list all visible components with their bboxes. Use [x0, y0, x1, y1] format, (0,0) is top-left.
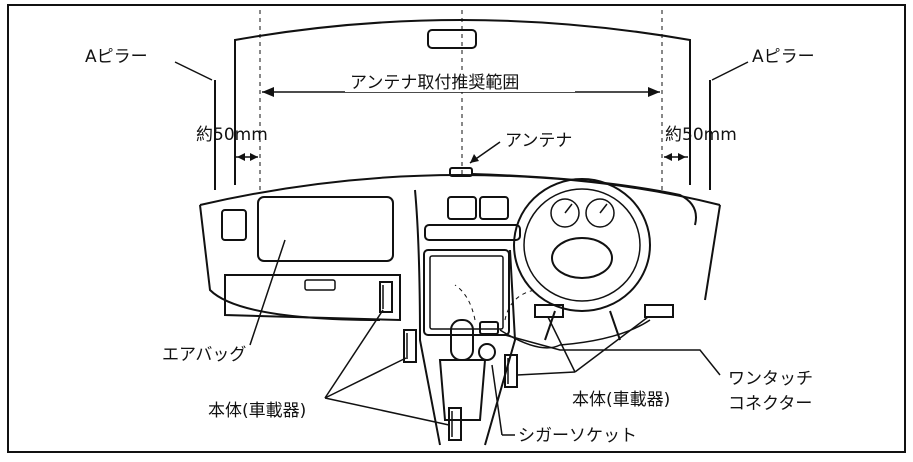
offset-left-label: 約50mm — [196, 125, 268, 145]
steering-wheel-inner — [523, 188, 641, 302]
one-touch-connector-body — [479, 321, 499, 335]
unit-left-leader-b — [324, 357, 407, 399]
antenna-range-label-bg — [345, 70, 575, 92]
cable-dashed-left — [454, 284, 476, 321]
console-left-edge — [414, 189, 441, 446]
glovebox-handle — [304, 279, 336, 291]
unit-right-leader-a — [516, 371, 576, 376]
antenna-range-arrowhead-left — [262, 87, 274, 97]
gear-shifter — [450, 319, 474, 361]
unit-steering-right — [644, 304, 674, 318]
one-touch-connector-label-line1: ワンタッチ — [728, 369, 813, 389]
unit-left-leader-a — [324, 309, 384, 399]
a-pillar-left-label: Aピラー — [85, 47, 148, 67]
unit-right-leader-c — [574, 316, 649, 373]
unit-console-right — [504, 354, 518, 388]
cigar-socket-label: シガーソケット — [518, 426, 637, 446]
a-pillar-right-label: Aピラー — [752, 47, 815, 67]
one-touch-connector-label-line2: コネクター — [728, 394, 812, 414]
antenna-label: アンテナ — [505, 131, 572, 151]
airbag-leader — [249, 239, 286, 346]
steering-hub — [551, 237, 613, 279]
unit-left-lower — [448, 407, 462, 441]
unit-left-label: 本体(車載器) — [208, 401, 306, 421]
connector-cable — [499, 319, 651, 349]
steering-wheel-outer — [513, 178, 651, 312]
unit-left-upper — [379, 281, 393, 313]
center-display — [423, 249, 510, 336]
unit-right-label: 本体(車載器) — [572, 390, 670, 410]
antenna-range-label: アンテナ取付推奨範囲 — [350, 73, 519, 93]
connector-leader — [504, 334, 721, 376]
dashboard-right-edge — [704, 204, 721, 301]
dashboard-top — [199, 173, 721, 206]
a-pillar-right-leader — [711, 61, 749, 81]
cigar-socket-leader — [491, 364, 503, 436]
center-vent-right — [479, 196, 509, 220]
antenna-range-arrowhead-right — [648, 87, 660, 97]
a-pillar-left-leader — [174, 61, 213, 81]
console-right-edge — [484, 249, 517, 446]
unit-left-leader-c — [324, 397, 450, 426]
cigar-socket — [478, 343, 496, 361]
gauge-left — [550, 198, 580, 228]
rearview-mirror — [427, 29, 477, 49]
dashboard-left-edge — [199, 204, 381, 321]
unit-right-leader-b — [547, 316, 576, 373]
airbag-label: エアバッグ — [162, 345, 246, 365]
center-vent-left — [447, 196, 477, 220]
center-panel — [424, 224, 521, 241]
center-display-inner — [429, 255, 504, 330]
passenger-airbag-panel — [257, 196, 394, 262]
unit-left-middle — [403, 329, 417, 363]
windshield-outline — [234, 19, 691, 185]
glovebox — [224, 274, 401, 322]
unit-steering-left — [534, 304, 564, 318]
steering-column — [544, 310, 621, 341]
offset-right-label: 約50mm — [665, 125, 737, 145]
cable-dashed-right — [504, 289, 536, 321]
left-air-vent — [221, 209, 247, 241]
diagram-frame — [7, 4, 906, 453]
shifter-base — [438, 359, 487, 421]
gauge-right — [585, 198, 615, 228]
